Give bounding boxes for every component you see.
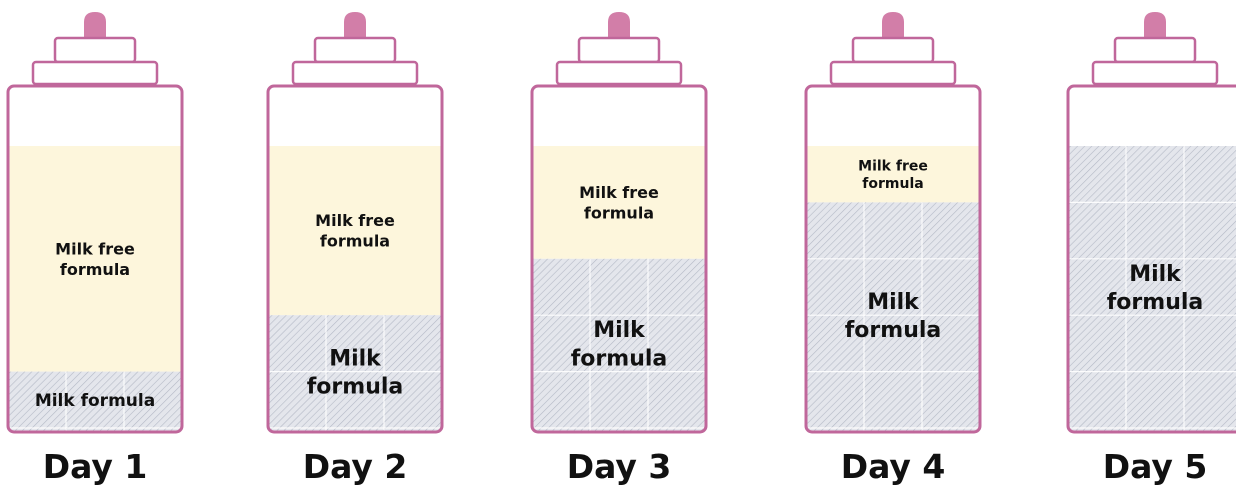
nipple-icon bbox=[608, 12, 630, 38]
milk-formula-region bbox=[806, 202, 980, 432]
bottle-collar-top bbox=[577, 36, 661, 64]
milk-free-formula-label: formula bbox=[60, 260, 130, 279]
milk-formula-region bbox=[8, 371, 182, 432]
bottle-body-outline bbox=[266, 84, 444, 434]
day-label: Day 3 bbox=[567, 447, 672, 486]
bottle-collar-top bbox=[53, 36, 137, 64]
milk-free-formula-label: Milk free bbox=[55, 239, 135, 258]
milk-free-formula-label: Milk free bbox=[315, 211, 395, 230]
bottle-collar-top bbox=[851, 36, 935, 64]
milk-formula-label: Milk bbox=[867, 290, 920, 315]
bottle-body-outline bbox=[6, 84, 184, 434]
milk-formula-label: Milk bbox=[329, 346, 382, 371]
milk-formula-label: formula bbox=[307, 375, 404, 400]
bottle-collar-ring bbox=[1091, 60, 1219, 86]
day-label: Day 5 bbox=[1103, 447, 1208, 486]
milk-formula-label: formula bbox=[845, 318, 942, 343]
milk-formula-label: formula bbox=[1107, 290, 1204, 315]
milk-formula-region bbox=[1068, 146, 1236, 432]
milk-free-formula-label: formula bbox=[584, 203, 654, 222]
bottle-body-outline bbox=[530, 84, 708, 434]
milk-formula-label: Milk bbox=[593, 318, 646, 343]
milk-formula-label: Milk bbox=[1129, 262, 1182, 287]
milk-free-formula-label: Milk free bbox=[579, 183, 659, 202]
milk-free-formula-region bbox=[806, 146, 980, 203]
bottle-collar-top bbox=[1113, 36, 1197, 64]
bottle-collar-ring bbox=[555, 60, 683, 86]
bottle-collar-ring bbox=[31, 60, 159, 86]
nipple-icon bbox=[344, 12, 366, 38]
bottle-collar-ring bbox=[829, 60, 957, 86]
milk-free-formula-region bbox=[8, 146, 182, 372]
day-label: Day 4 bbox=[841, 447, 946, 486]
milk-free-formula-region bbox=[532, 146, 706, 259]
milk-formula-region bbox=[268, 315, 442, 432]
milk-formula-label: Milk formula bbox=[35, 391, 155, 411]
milk-formula-region bbox=[532, 258, 706, 432]
day-label: Day 1 bbox=[43, 447, 148, 486]
milk-free-formula-label: formula bbox=[862, 176, 923, 192]
day-label: Day 2 bbox=[303, 447, 408, 486]
nipple-icon bbox=[1144, 12, 1166, 38]
nipple-icon bbox=[882, 12, 904, 38]
milk-free-formula-label: formula bbox=[320, 232, 390, 251]
milk-formula-label: formula bbox=[571, 346, 668, 371]
bottle-body-outline bbox=[804, 84, 982, 434]
bottle-collar-top bbox=[313, 36, 397, 64]
bottle-collar-ring bbox=[291, 60, 419, 86]
milk-free-formula-region bbox=[268, 146, 442, 316]
nipple-icon bbox=[84, 12, 106, 38]
bottle-body-outline bbox=[1066, 84, 1236, 434]
milk-free-formula-label: Milk free bbox=[858, 158, 928, 174]
